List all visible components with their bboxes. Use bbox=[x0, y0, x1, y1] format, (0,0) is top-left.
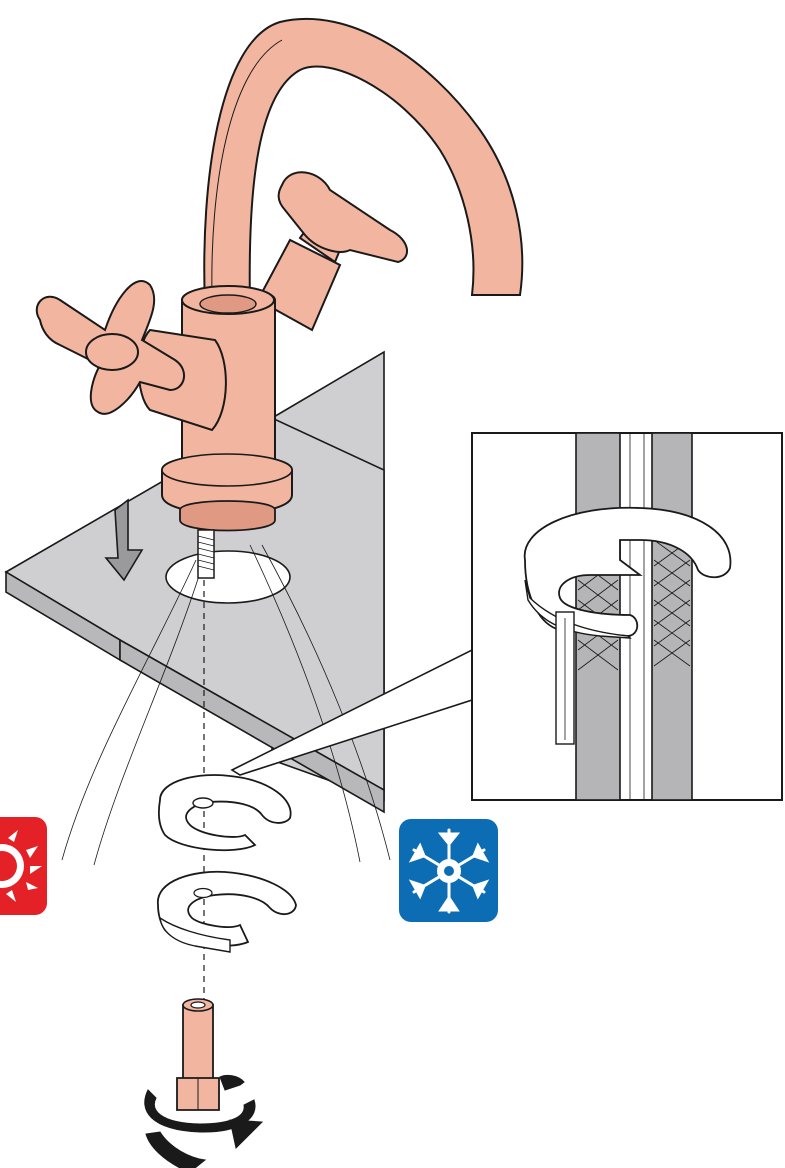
horseshoe-washer-bottom bbox=[158, 872, 296, 952]
cold-water-badge bbox=[399, 819, 498, 922]
mounting-nut bbox=[177, 999, 219, 1110]
threaded-rod bbox=[198, 530, 214, 578]
horseshoe-washer-top bbox=[159, 775, 291, 850]
hot-water-badge bbox=[0, 817, 47, 915]
